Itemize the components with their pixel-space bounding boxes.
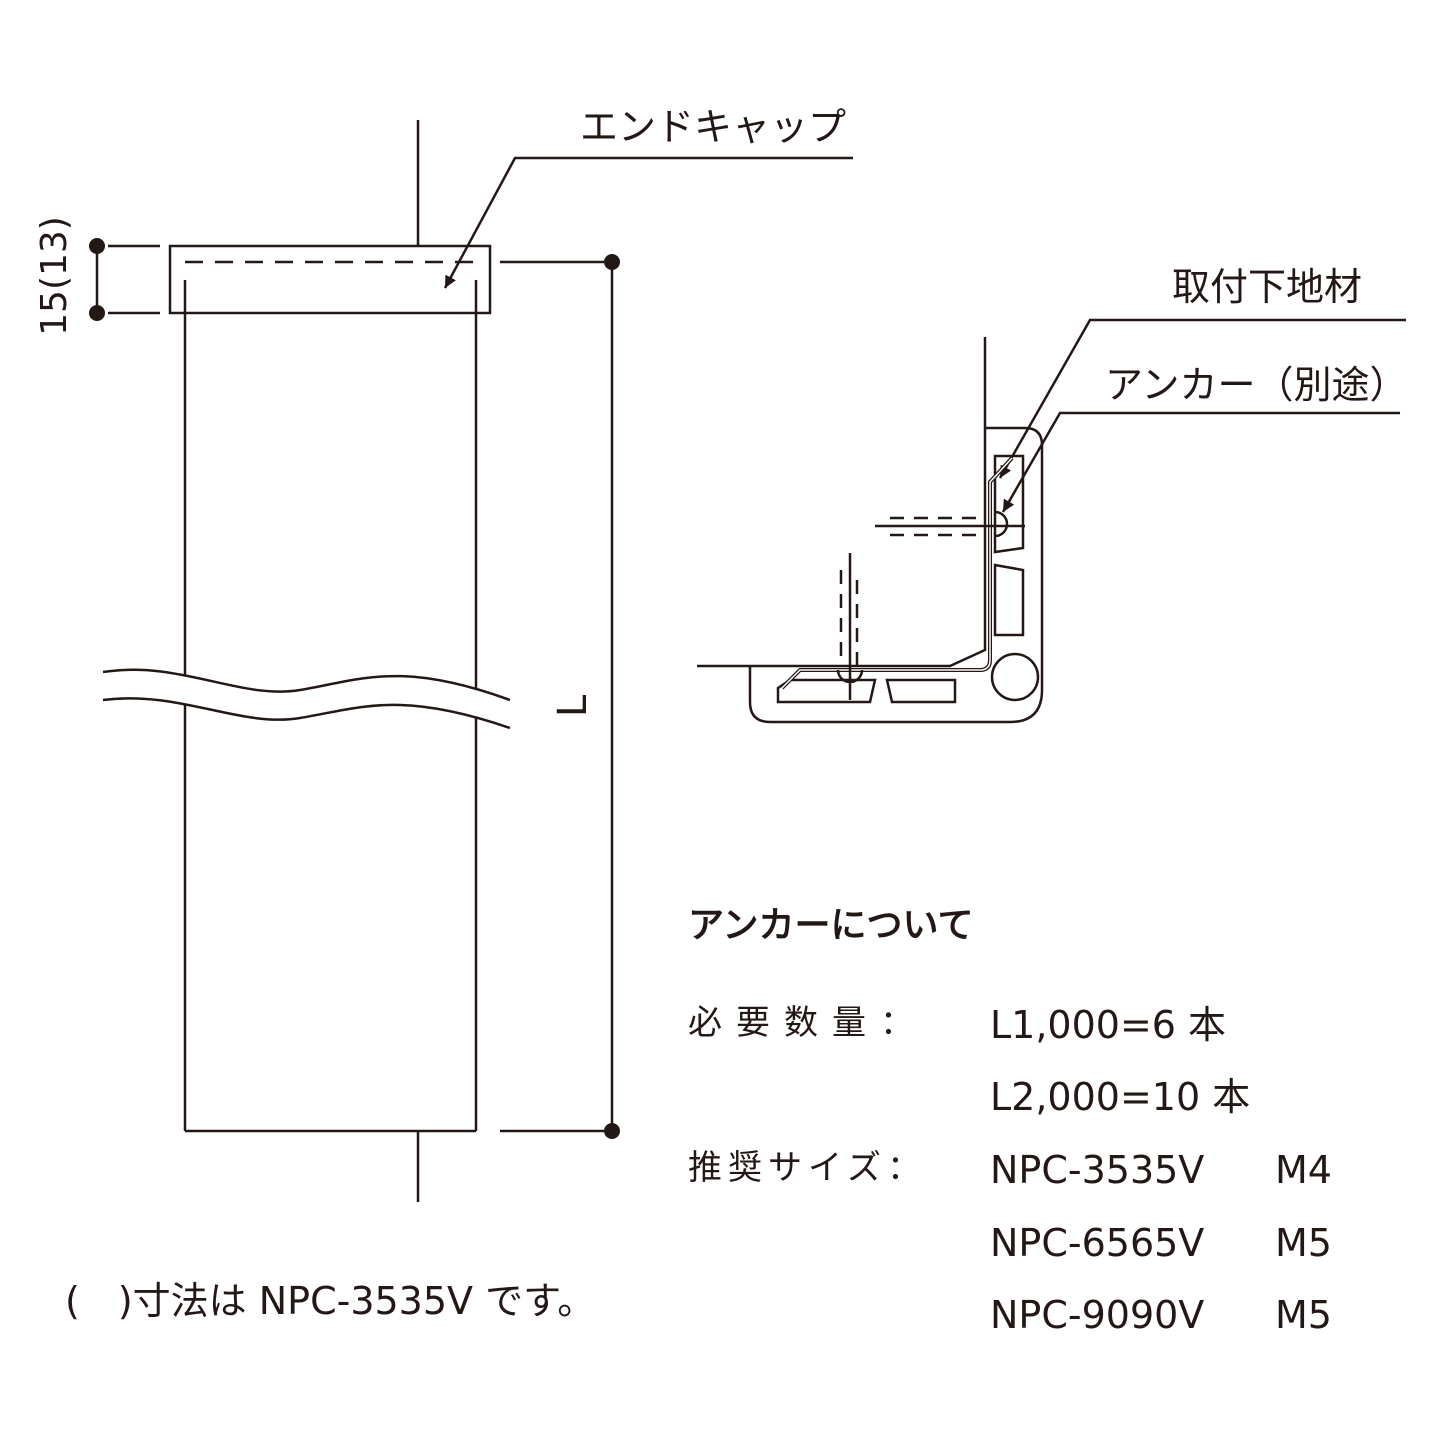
size-screw: M4 xyxy=(1275,1148,1332,1192)
size-model: NPC-9090V xyxy=(990,1293,1205,1337)
end-cap xyxy=(168,244,492,315)
leaders xyxy=(443,156,1406,513)
profile-rib-upper xyxy=(993,454,1025,554)
profile-inner xyxy=(750,428,987,668)
length-dimension: L xyxy=(550,694,597,718)
base-material-leader xyxy=(998,318,1406,479)
anchor-head-vertical xyxy=(994,510,1009,538)
anchor-info-title: アンカーについて xyxy=(688,905,974,946)
quantity-label: 必要数量： xyxy=(688,1003,928,1043)
footnote: ( )寸法は NPC-3535V です。 xyxy=(65,1279,596,1323)
break-line-lower xyxy=(102,697,511,730)
base-material-label: 取付下地材 xyxy=(1172,265,1363,309)
end-cap-leader xyxy=(443,156,853,289)
section-view xyxy=(697,337,1044,724)
break-line-upper xyxy=(102,668,511,702)
size-label: 推奨サイズ： xyxy=(688,1148,927,1188)
break-mask xyxy=(103,669,510,728)
profile-bottom-slot-1 xyxy=(776,678,877,704)
profile-bottom-slot-2 xyxy=(885,678,957,704)
size-screw: M5 xyxy=(1275,1221,1332,1265)
size-model: NPC-3535V xyxy=(990,1148,1205,1192)
anchor-clip-inner xyxy=(781,457,1013,689)
profile-hollow xyxy=(990,652,1040,702)
end-cap-label: エンドキャップ xyxy=(580,105,847,149)
profile-outline xyxy=(748,426,1044,724)
quantity-value: L1,000=6 本 xyxy=(990,1003,1227,1047)
size-model: NPC-6565V xyxy=(990,1221,1205,1265)
profile-rib-lower xyxy=(993,563,1025,637)
quantity-value: L2,000=10 本 xyxy=(990,1075,1251,1119)
cap-height-dimension: 15(13) xyxy=(33,216,75,336)
dimension-lines xyxy=(89,238,620,1139)
front-view xyxy=(102,120,511,1202)
size-screw: M5 xyxy=(1275,1293,1332,1337)
anchor-leader xyxy=(1001,411,1400,513)
anchor-label: アンカー（別途） xyxy=(1105,363,1408,407)
